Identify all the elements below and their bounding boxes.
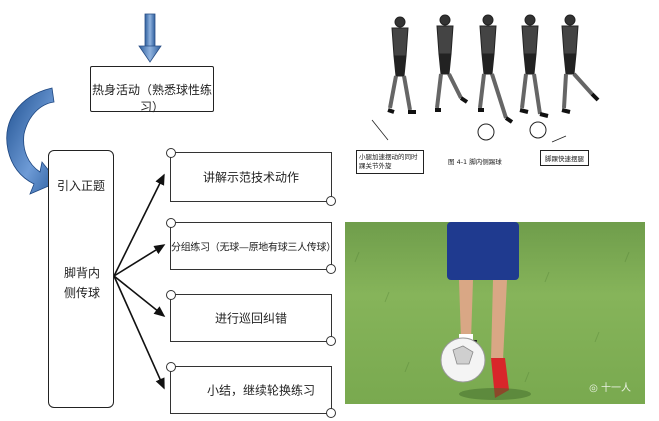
curved-arrow-icon bbox=[6, 87, 59, 195]
step-label: 分组练习（无球—原地有球三人传球） bbox=[171, 242, 336, 254]
step-label: 小结，继续轮换练习 bbox=[206, 383, 315, 398]
step-scroll-1: 讲解示范技术动作 bbox=[166, 148, 336, 206]
warmup-box: 热身活动（熟悉球性练习） bbox=[90, 66, 214, 114]
caption-box-right: 脚踝快速摆腿 bbox=[540, 150, 589, 166]
watermark-text: 十一人 bbox=[601, 383, 631, 394]
step-scroll-4: 小结，继续轮换练习 bbox=[166, 362, 336, 418]
caption-pointers bbox=[371, 119, 567, 143]
step-label: 进行巡回纠错 bbox=[214, 311, 287, 326]
ball-icon bbox=[440, 337, 531, 400]
intro-box: 引入正题 脚背内侧传球 bbox=[48, 150, 114, 408]
wechat-icon: ◎ bbox=[589, 383, 598, 394]
down-arrow-icon bbox=[138, 13, 162, 63]
caption-box-left: 小腿加速摆动的同时踝关节外旋 bbox=[356, 150, 424, 174]
caption-right-text: 脚踝快速摆腿 bbox=[545, 155, 584, 163]
caption-left-text: 小腿加速摆动的同时踝关节外旋 bbox=[359, 153, 418, 170]
figure-caption: 图 4-1 脚内侧踢球 bbox=[448, 158, 502, 166]
branch-arrows bbox=[113, 173, 166, 390]
watermark: ◎ 十一人 bbox=[589, 379, 631, 394]
ball-icons bbox=[477, 121, 547, 141]
step-scroll-3: 进行巡回纠错 bbox=[166, 290, 336, 346]
warmup-label: 热身活动（熟悉球性练习） bbox=[91, 83, 212, 114]
step-label: 讲解示范技术动作 bbox=[202, 170, 299, 185]
kick-sequence-illustration: 小腿加速摆动的同时踝关节外旋 图 4-1 脚内侧踢球 脚踝快速摆腿 bbox=[352, 10, 620, 180]
player-figures bbox=[387, 14, 600, 124]
skill-label: 脚背内侧传球 bbox=[63, 266, 100, 300]
grass-texture bbox=[354, 231, 630, 383]
step-scroll-2: 分组练习（无球—原地有球三人传球） bbox=[166, 218, 336, 274]
passing-photo: ◎ 十一人 bbox=[345, 222, 645, 404]
player-legs bbox=[447, 222, 519, 398]
intro-label: 引入正题 bbox=[56, 179, 105, 193]
